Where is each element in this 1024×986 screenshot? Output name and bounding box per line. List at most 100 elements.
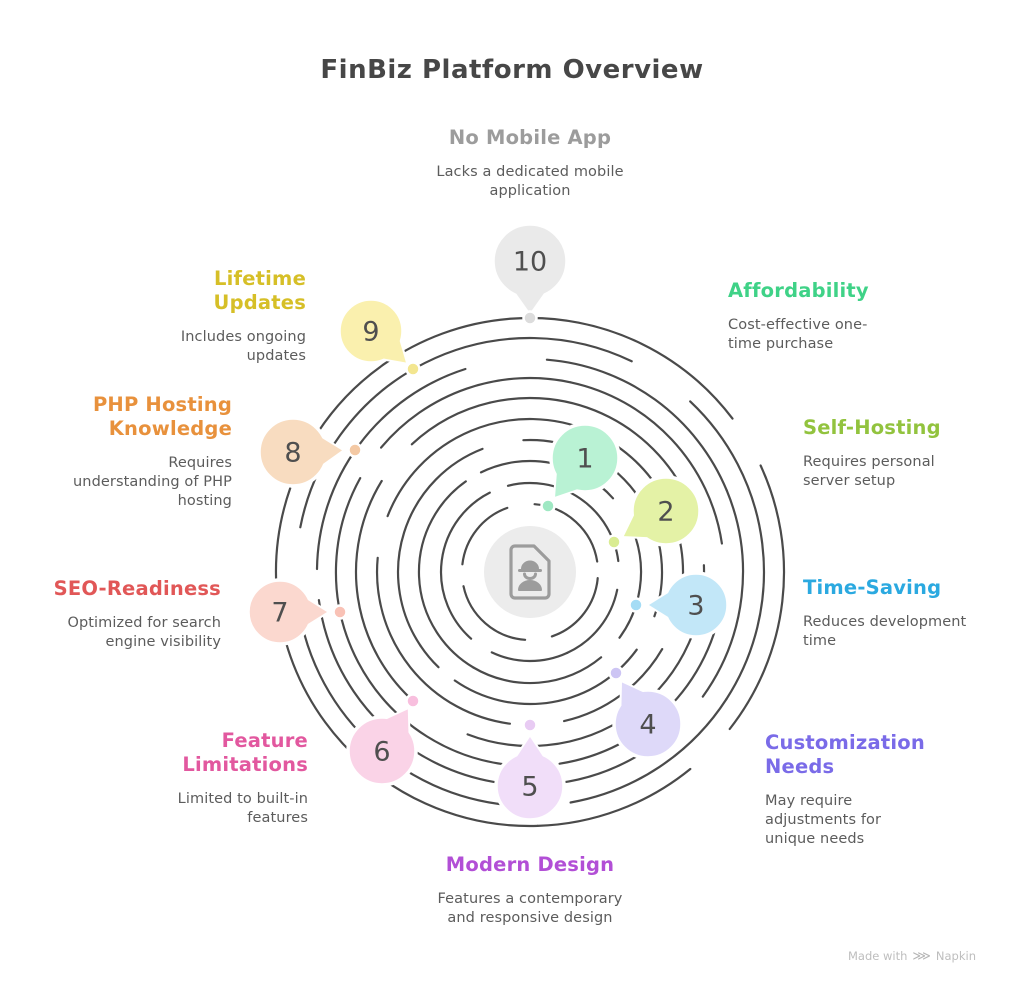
item-title: Affordability: [728, 279, 869, 302]
spiral-arc: [545, 358, 728, 492]
spiral-ring: [274, 316, 786, 828]
bubble-tail: [515, 737, 545, 759]
bubble-circle: [337, 297, 405, 365]
spiral-arc: [701, 489, 745, 698]
spiral-arc: [472, 656, 603, 685]
connector-dot: [522, 310, 538, 326]
spiral-arc: [274, 487, 539, 828]
document-outline: [509, 544, 551, 600]
bubble-tail: [649, 591, 671, 619]
spiral-arc: [304, 316, 734, 454]
bubble-tail: [555, 471, 580, 497]
spiral-arc: [386, 417, 592, 518]
connector-dot: [628, 597, 644, 613]
item-description: Includes ongoing updates: [180, 328, 306, 364]
connector-dot: [522, 717, 538, 733]
spiral-arc: [417, 480, 475, 669]
item-title: No Mobile App: [448, 126, 612, 149]
item-title: Self-Hosting: [803, 416, 941, 439]
bubble-tail: [621, 682, 646, 709]
spiral-arc: [595, 577, 599, 585]
center-node: [484, 526, 576, 618]
bubble-number: 5: [521, 772, 538, 803]
spiral-arc: [566, 588, 619, 654]
spiral-arc: [396, 447, 484, 647]
bubble-circle: [630, 475, 702, 547]
bubble-tail: [623, 513, 650, 538]
bubble-circle: [346, 715, 418, 787]
spiral-arc: [550, 582, 599, 638]
connector-dot: [606, 534, 622, 550]
item-title: Feature Limitations: [182, 729, 308, 776]
item-bubble-10: 10: [491, 222, 569, 326]
item-bubble-1: 1: [540, 422, 621, 514]
napkin-logo-icon: ⋙: [912, 948, 931, 964]
spiral-arc: [490, 651, 569, 663]
spiral-arc: [569, 698, 728, 804]
spiral-arc: [419, 644, 440, 669]
bubble-number: 8: [284, 438, 301, 469]
bubble-circle: [612, 688, 684, 760]
spiral-arc: [618, 534, 643, 639]
spiral-arc: [380, 376, 572, 449]
item-description: Features a contemporary and responsive d…: [437, 890, 623, 927]
item-bubble-7: 7: [246, 578, 348, 646]
spiral-arc: [569, 381, 723, 545]
item-description: Lacks a dedicated mobile application: [436, 163, 624, 200]
connector-dot: [608, 665, 624, 681]
bubble-number: 6: [373, 737, 390, 768]
item-description: Limited to built-in features: [177, 790, 308, 826]
item-title: Modern Design: [445, 853, 615, 876]
spiral-arc: [410, 401, 492, 446]
item-bubble-3: 3: [628, 571, 730, 639]
bubble-number: 3: [687, 591, 704, 622]
spiral-arc: [354, 479, 416, 704]
item-description: Optimized for search engine visibility: [67, 614, 221, 651]
item-description: Requires understanding of PHP hosting: [73, 454, 232, 510]
hard-hat: [521, 560, 539, 570]
bubble-number: 4: [639, 710, 656, 741]
connector-dot: [405, 693, 421, 709]
shoulders: [518, 580, 542, 591]
spiral-ring: [417, 459, 643, 685]
napkin-brand-text: Napkin: [935, 949, 976, 963]
spiral-arc: [439, 491, 491, 640]
spiral-arc: [536, 767, 692, 827]
item-title: Time-Saving: [803, 576, 942, 599]
item-bubble-4: 4: [608, 665, 684, 760]
item-title: Lifetime Updates: [213, 267, 306, 314]
face-arc: [523, 572, 537, 580]
spiral-arc: [334, 477, 513, 767]
connector-dot: [347, 442, 363, 458]
spiral-arc: [317, 599, 643, 787]
item-description: Reduces development time: [803, 613, 967, 650]
connector-dot: [405, 361, 421, 377]
item-description: Cost-effective one- time purchase: [728, 316, 868, 353]
bubble-number: 7: [271, 598, 288, 629]
item-title: SEO-Readiness: [53, 577, 221, 600]
bubble-tail: [320, 437, 342, 466]
spiral-arc: [375, 556, 511, 725]
bubble-number: 10: [513, 247, 547, 278]
footer: Made with ⋙ Napkin: [848, 949, 976, 963]
item-bubble-5: 5: [494, 717, 566, 822]
bubble-tail: [384, 709, 409, 735]
item-title: Customization Needs: [765, 731, 925, 778]
item-description: May require adjustments for unique needs: [765, 792, 882, 848]
bubble-tail: [305, 598, 327, 626]
bubble-tail: [381, 338, 406, 363]
bubble-number: 9: [362, 317, 379, 348]
bubble-number: 1: [576, 444, 593, 475]
bubble-number: 2: [657, 497, 674, 528]
